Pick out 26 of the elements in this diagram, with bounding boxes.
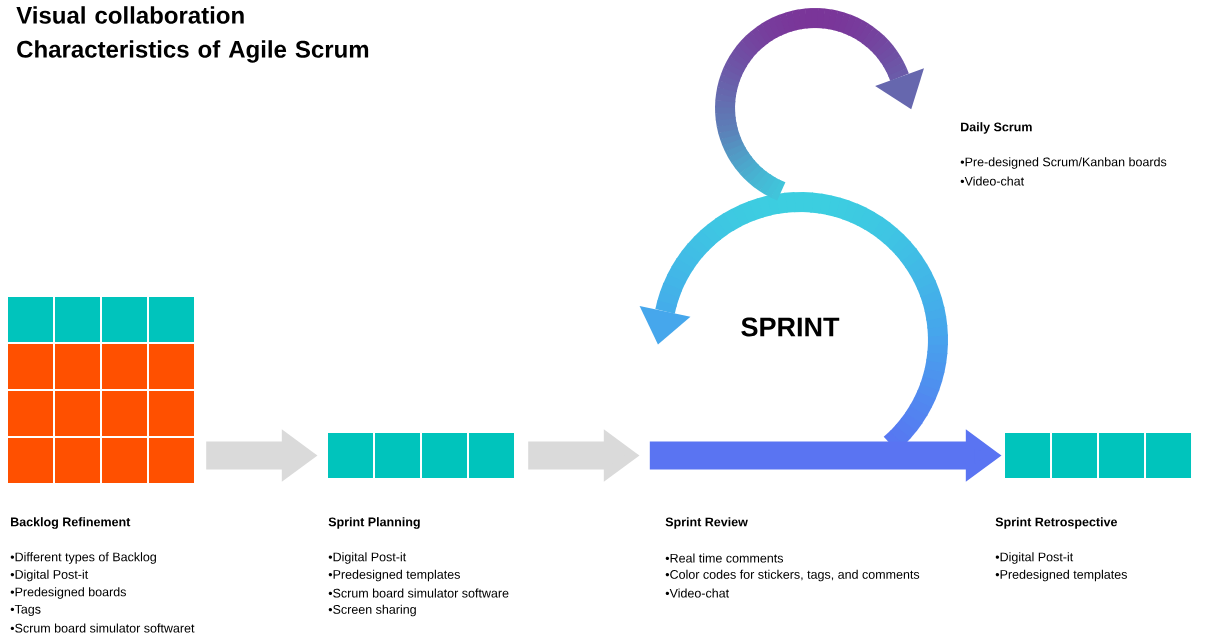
bullet-item: •Predesigned templates [328, 569, 460, 582]
sticky-note-grid [328, 433, 514, 478]
sticky-note-grid [8, 297, 194, 483]
bullet-item: •Digital Post-it [10, 569, 89, 582]
bullet-item: •Predesigned boards [10, 587, 126, 599]
heading: Sprint Review [665, 517, 748, 529]
bullet-item: •Real time comments [665, 553, 784, 563]
bullet-item: •Digital Post-it [995, 552, 1074, 564]
bullet-item: •Predesigned templates [995, 569, 1127, 582]
sprint-label: SPRINT [741, 317, 840, 337]
bullet-item: •Different types of Backlog [10, 552, 156, 564]
bullet-item: •Pre-designed Scrum/Kanban boards [960, 157, 1167, 169]
bullet-item: •Digital Post-it [328, 552, 407, 564]
heading: Daily Scrum [961, 122, 1032, 134]
sticky-note-grid [1005, 433, 1191, 478]
bullet-item: •Scrum board simulator softwaret [10, 623, 195, 633]
heading: Sprint Planning [328, 517, 420, 529]
heading: Sprint Retrospective [995, 517, 1118, 529]
bullet-item: •Video-chat [960, 176, 1025, 186]
title: Visual collaboration Characteristics of Agile Scrum [16, 6, 369, 63]
bullet-item: •Video-chat [665, 588, 729, 598]
bullet-item: •Screen sharing [328, 604, 416, 617]
heading: Backlog Refinement [11, 517, 131, 529]
bullet-item: •Tags [10, 604, 41, 617]
bullet-item: •Color codes for stickers, tags, and comments [665, 569, 920, 582]
bullet-item: •Scrum board simulator software [328, 588, 509, 598]
